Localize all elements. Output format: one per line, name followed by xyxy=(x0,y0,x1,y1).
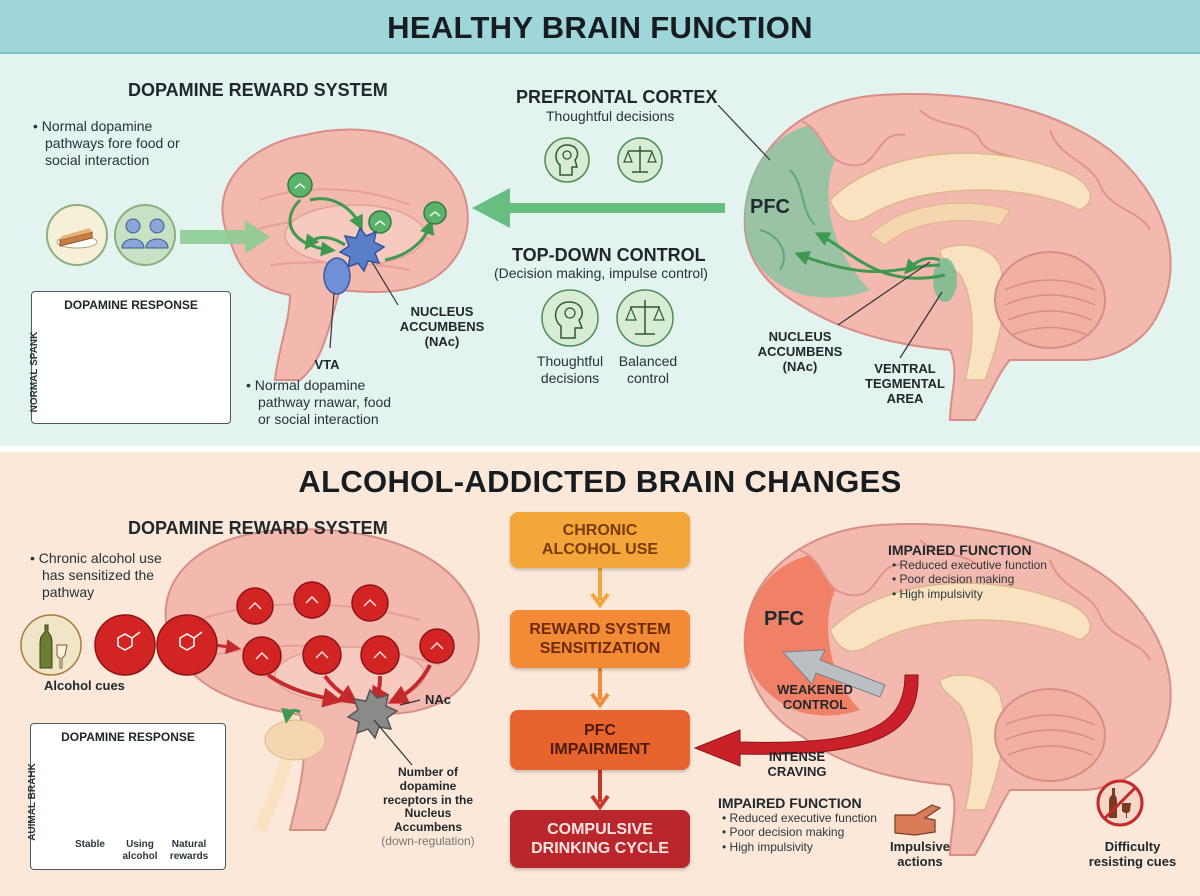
dopamine-molecule-icon xyxy=(287,172,447,234)
healthy-dopamine-chart: DOPAMINE RESPONSE xyxy=(31,291,231,424)
healthy-reward-bullet: • Normal dopamine pathways fore food or … xyxy=(33,118,180,168)
impaired-function-bottom: IMPAIRED FUNCTION • Reduced executive fu… xyxy=(718,795,877,854)
pfc-subheading: Thoughtful decisions xyxy=(546,108,675,124)
alcohol-molecule-cue-icon xyxy=(94,614,218,676)
impaired-function-top: IMPAIRED FUNCTION • Reduced executive fu… xyxy=(888,542,1047,601)
top-down-control-heading: TOP-DOWN CONTROL xyxy=(512,245,706,265)
addicted-nac-label: NAc xyxy=(425,692,452,707)
brain-vta-leader xyxy=(899,291,943,359)
healthy-vta-label: VTA xyxy=(314,357,340,372)
addicted-reward-bullet: • Chronic alcohol use has sensitized the… xyxy=(30,550,162,600)
input-arrow xyxy=(180,220,270,254)
addicted-chart-ylabel: AUIMAL BRAHK xyxy=(27,763,38,841)
pointing-hand-icon xyxy=(894,804,942,836)
difficulty-resisting-label: Difficulty resisting cues xyxy=(1088,839,1177,869)
addicted-right-brain xyxy=(743,523,1172,856)
panel-divider xyxy=(0,446,1200,452)
healthy-title: HEALTHY BRAIN FUNCTION xyxy=(387,10,813,45)
healthy-reward-heading: DOPAMINE REWARD SYSTEM xyxy=(128,80,388,100)
receptor-note: Number of dopamine receptors in the Nucl… xyxy=(381,765,475,848)
top-down-control-arrow xyxy=(472,188,725,228)
nac-receptor-icon xyxy=(338,226,386,273)
thoughtful-decisions-icon xyxy=(541,289,599,347)
pfc-heading: PREFRONTAL CORTEX xyxy=(516,87,718,107)
brain-nac-label: NUCLEUS ACCUMBENS (NAc) xyxy=(757,329,843,374)
addicted-title: ALCOHOL-ADDICTED BRAIN CHANGES xyxy=(298,464,902,499)
addicted-pfc-label: PFC xyxy=(764,608,804,630)
flow-arrows xyxy=(590,568,610,811)
chart-xlabel-natural-rewards: Natural rewards xyxy=(169,839,209,862)
addicted-chart-title: DOPAMINE RESPONSE xyxy=(61,730,195,744)
pfc-leader-line xyxy=(717,104,771,161)
thoughtful-decisions-label: Thoughtful decisions xyxy=(536,353,604,386)
nac-leader-line xyxy=(371,261,399,306)
vta-shape xyxy=(323,257,351,295)
addicted-dopamine-chart: DOPAMINE RESPONSE xyxy=(30,723,226,870)
bottom-nac-leader xyxy=(399,699,421,706)
impulsive-actions-label: Impulsive actions xyxy=(890,839,950,869)
receptor-down-icon xyxy=(346,688,399,740)
intense-craving-label: INTENSE CRAVING xyxy=(767,749,827,779)
alcohol-cues-label: Alcohol cues xyxy=(44,678,125,693)
brain-nac-leader xyxy=(837,261,931,326)
brain-pfc-label: PFC xyxy=(750,196,790,218)
food-icon xyxy=(46,204,108,266)
craving-arrow xyxy=(693,674,919,767)
alcohol-molecule-icon xyxy=(236,581,455,676)
healthy-vta-bullet: • Normal dopamine pathway rnawar, food o… xyxy=(246,377,392,427)
balanced-control-icon xyxy=(616,289,674,347)
alcohol-pathway-arrows xyxy=(214,639,432,724)
healthy-chart-title: DOPAMINE RESPONSE xyxy=(64,298,198,312)
vta-leader-line xyxy=(329,292,335,349)
head-gear-icon xyxy=(544,137,590,183)
balanced-control-label: Balanced control xyxy=(618,353,678,386)
chart-xlabel-using-alcohol: Using alcohol xyxy=(122,839,158,862)
scales-icon xyxy=(617,137,663,183)
weakened-control-label: WEAKENED CONTROL xyxy=(777,682,853,712)
no-alcohol-icon xyxy=(1096,779,1144,827)
receptor-leader xyxy=(373,719,413,766)
healthy-chart-ylabel: NORMAL SPANK xyxy=(29,331,40,413)
healthy-nac-label: NUCLEUS ACCUMBENS (NAc) xyxy=(399,304,485,349)
brain-vta-label: VENTRAL TEGMENTAL AREA xyxy=(865,361,945,406)
addicted-reward-heading: DOPAMINE REWARD SYSTEM xyxy=(128,518,388,538)
top-down-control-sub: (Decision making, impulse control) xyxy=(494,265,708,281)
wine-bottle-icon xyxy=(20,614,82,676)
healthy-banner xyxy=(0,0,1200,54)
social-interaction-icon xyxy=(114,204,176,266)
chart-xlabel-stable: Stable xyxy=(74,839,105,850)
healthy-right-brain xyxy=(743,93,1172,421)
